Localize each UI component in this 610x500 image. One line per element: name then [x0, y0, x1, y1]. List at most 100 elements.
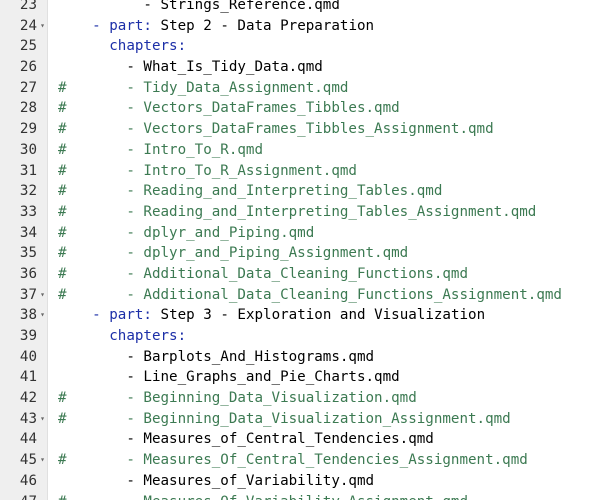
- code-line[interactable]: 28 # - Vectors_DataFrames_Tibbles.qmd: [0, 98, 610, 119]
- code-line[interactable]: 27 # - Tidy_Data_Assignment.qmd: [0, 78, 610, 99]
- indent: [58, 328, 109, 344]
- code-line[interactable]: 24▾ - part: Step 2 - Data Preparation: [0, 16, 610, 37]
- line-number: 40: [19, 348, 37, 365]
- commented-line-text: # - Intro_To_R.qmd: [58, 141, 263, 158]
- line-number: 28: [19, 100, 37, 117]
- code-text[interactable]: # - Beginning_Data_Visualization.qmd: [58, 388, 417, 409]
- code-text[interactable]: # - dplyr_and_Piping.qmd: [58, 223, 314, 244]
- line-number: 31: [19, 162, 37, 179]
- fold-arrow-icon[interactable]: ▾: [40, 289, 45, 299]
- yaml-dash: -: [92, 307, 110, 324]
- fold-arrow-icon[interactable]: ▾: [40, 455, 45, 465]
- line-number: 41: [19, 369, 37, 386]
- code-text[interactable]: # - Tidy_Data_Assignment.qmd: [58, 78, 348, 99]
- yaml-value: Step 2 - Data Preparation: [151, 17, 375, 34]
- code-line[interactable]: 39 chapters:: [0, 326, 610, 347]
- code-line[interactable]: 41 - Line_Graphs_and_Pie_Charts.qmd: [0, 367, 610, 388]
- code-text[interactable]: # - Vectors_DataFrames_Tibbles_Assignmen…: [58, 119, 494, 140]
- code-text[interactable]: # - Measures_Of_Central_Tendencies_Assig…: [58, 450, 528, 471]
- code-text[interactable]: chapters:: [58, 36, 186, 57]
- code-line[interactable]: 36 # - Additional_Data_Cleaning_Functions…: [0, 264, 610, 285]
- code-line[interactable]: 37▾ # - Additional_Data_Cleaning_Function…: [0, 285, 610, 306]
- line-text: - Line_Graphs_and_Pie_Charts.qmd: [58, 369, 400, 386]
- code-line[interactable]: 26 - What_Is_Tidy_Data.qmd: [0, 57, 610, 78]
- code-line[interactable]: 40 - Barplots_And_Histograms.qmd: [0, 347, 610, 368]
- code-text[interactable]: - part: Step 2 - Data Preparation: [58, 16, 374, 37]
- code-line[interactable]: 38▾ - part: Step 3 - Exploration and Vis…: [0, 305, 610, 326]
- code-line[interactable]: 29# - Vectors_DataFrames_Tibbles_Assignm…: [0, 119, 610, 140]
- line-number: 37: [19, 286, 37, 303]
- code-line[interactable]: 31 # - Intro_To_R_Assignment.qmd: [0, 161, 610, 182]
- code-line[interactable]: 30 # - Intro_To_R.qmd: [0, 140, 610, 161]
- code-text[interactable]: - Measures_of_Variability.qmd: [58, 471, 374, 492]
- code-text[interactable]: - Strings_Reference.qmd: [58, 0, 340, 16]
- indent: [58, 307, 92, 323]
- code-line[interactable]: 47▾# - Measures_Of_Variability_Assignmen…: [0, 492, 610, 500]
- code-text[interactable]: - part: Step 3 - Exploration and Visuali…: [58, 305, 485, 326]
- code-text[interactable]: # - Reading_and_Interpreting_Tables_Assi…: [58, 202, 536, 223]
- line-number: 36: [19, 265, 37, 282]
- code-line[interactable]: 25 chapters:: [0, 36, 610, 57]
- code-text[interactable]: # - Additional_Data_Cleaning_Functions.q…: [58, 264, 468, 285]
- line-number: 34: [19, 224, 37, 241]
- code-line[interactable]: 45▾ # - Measures_Of_Central_Tendencies_As…: [0, 450, 610, 471]
- code-text[interactable]: # - Intro_To_R.qmd: [58, 140, 263, 161]
- code-text[interactable]: # - Intro_To_R_Assignment.qmd: [58, 161, 357, 182]
- code-text[interactable]: # - dplyr_and_Piping_Assignment.qmd: [58, 243, 408, 264]
- code-line[interactable]: 35# - dplyr_and_Piping_Assignment.qmd: [0, 243, 610, 264]
- code-text[interactable]: - What_Is_Tidy_Data.qmd: [58, 57, 322, 78]
- line-number: 25: [19, 38, 37, 55]
- code-line[interactable]: 33 # - Reading_and_Interpreting_Tables_As…: [0, 202, 610, 223]
- code-line[interactable]: 44 - Measures_of_Central_Tendencies.qmd: [0, 429, 610, 450]
- yaml-key: part:: [109, 307, 152, 324]
- line-number: 27: [19, 79, 37, 96]
- commented-line-text: # - Additional_Data_Cleaning_Functions.q…: [58, 265, 468, 282]
- fold-arrow-icon[interactable]: ▾: [40, 310, 45, 320]
- code-text[interactable]: # - Beginning_Data_Visualization_Assignm…: [58, 409, 511, 430]
- commented-line-text: # - Reading_and_Interpreting_Tables.qmd: [58, 183, 443, 200]
- commented-line-text: # - Additional_Data_Cleaning_Functions_A…: [58, 286, 562, 303]
- commented-line-text: # - Intro_To_R_Assignment.qmd: [58, 162, 357, 179]
- yaml-key: part:: [109, 17, 152, 34]
- fold-arrow-icon[interactable]: ▾: [40, 20, 45, 30]
- code-text[interactable]: # - Measures_Of_Variability_Assignment.q…: [58, 492, 468, 500]
- code-text[interactable]: # - Additional_Data_Cleaning_Functions_A…: [58, 285, 562, 306]
- commented-line-text: # - Tidy_Data_Assignment.qmd: [58, 79, 349, 96]
- code-line[interactable]: 32 # - Reading_and_Interpreting_Tables.qm…: [0, 181, 610, 202]
- code-text[interactable]: - Measures_of_Central_Tendencies.qmd: [58, 429, 434, 450]
- code-line[interactable]: 23 - Strings_Reference.qmd: [0, 0, 610, 16]
- code-text[interactable]: - Barplots_And_Histograms.qmd: [58, 347, 374, 368]
- line-text: - Strings_Reference.qmd: [58, 0, 340, 13]
- yaml-dash: -: [92, 17, 110, 34]
- indent: [58, 18, 92, 34]
- line-number: 38: [19, 307, 37, 324]
- line-number: 23: [19, 0, 37, 13]
- code-line[interactable]: 43▾# - Beginning_Data_Visualization_Assi…: [0, 409, 610, 430]
- code-line[interactable]: 42# - Beginning_Data_Visualization.qmd: [0, 388, 610, 409]
- code-text[interactable]: # - Vectors_DataFrames_Tibbles.qmd: [58, 98, 400, 119]
- line-number: 45: [19, 452, 37, 469]
- commented-line-text: # - Measures_Of_Central_Tendencies_Assig…: [58, 452, 528, 469]
- code-text[interactable]: chapters:: [58, 326, 186, 347]
- yaml-value: Step 3 - Exploration and Visualization: [151, 307, 486, 324]
- indent: [58, 38, 109, 54]
- code-text[interactable]: # - Reading_and_Interpreting_Tables.qmd: [58, 181, 442, 202]
- commented-line-text: # - Beginning_Data_Visualization_Assignm…: [58, 410, 511, 427]
- yaml-key: chapters:: [109, 328, 187, 344]
- code-line[interactable]: 46 - Measures_of_Variability.qmd: [0, 471, 610, 492]
- commented-line-text: # - Vectors_DataFrames_Tibbles.qmd: [58, 100, 400, 117]
- line-number: 33: [19, 203, 37, 220]
- line-number: 30: [19, 141, 37, 158]
- code-line[interactable]: 34 # - dplyr_and_Piping.qmd: [0, 223, 610, 244]
- fold-arrow-icon[interactable]: ▾: [38, 492, 47, 500]
- line-number: 46: [19, 472, 37, 489]
- commented-line-text: # - dplyr_and_Piping_Assignment.qmd: [58, 245, 409, 262]
- line-text: - Barplots_And_Histograms.qmd: [58, 348, 375, 365]
- line-number: 44: [19, 431, 37, 448]
- line-number: 32: [19, 183, 37, 200]
- fold-arrow-icon[interactable]: ▾: [40, 413, 45, 423]
- code-text[interactable]: - Line_Graphs_and_Pie_Charts.qmd: [58, 367, 400, 388]
- commented-line-text: # - Vectors_DataFrames_Tibbles_Assignmen…: [58, 121, 494, 138]
